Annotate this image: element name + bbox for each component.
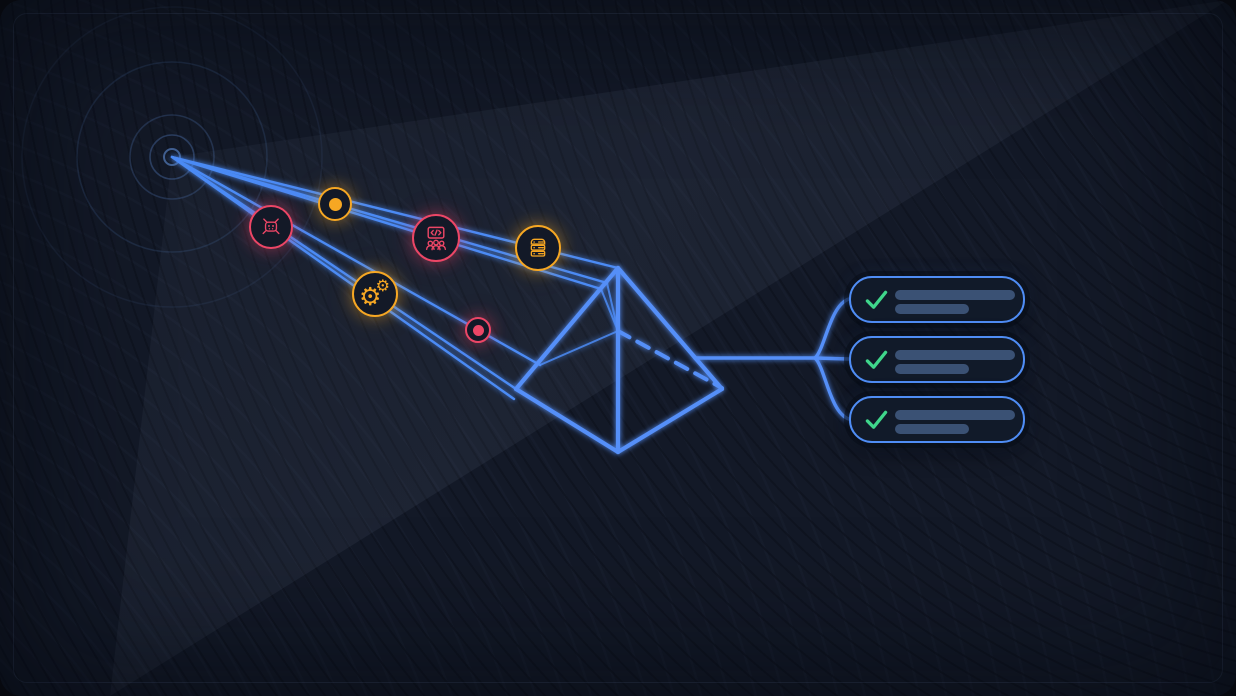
vanishing-ring	[163, 148, 181, 166]
checkmark-icon	[865, 350, 888, 369]
branch-mid	[813, 356, 851, 361]
bug-icon	[249, 205, 293, 249]
skeleton-bar	[895, 304, 969, 314]
gear-small-icon: ⚙	[375, 276, 390, 295]
inner-border	[13, 13, 1223, 683]
vanishing-ring	[129, 114, 215, 200]
developers-icon-glyph	[425, 226, 447, 251]
vanishing-ring	[76, 61, 268, 253]
refracted-beam	[600, 288, 619, 332]
gear-large-icon: ⚙	[359, 282, 382, 311]
output-connectors	[693, 297, 851, 421]
vanishing-ring	[149, 134, 195, 180]
prism	[513, 265, 725, 455]
branch-down	[813, 356, 851, 421]
light-beams	[170, 155, 620, 401]
server-icon	[515, 225, 561, 271]
refracted-beam	[539, 330, 619, 366]
skeleton-bar	[895, 350, 1015, 360]
server-icon-glyph	[530, 238, 546, 257]
branch-up	[813, 297, 851, 360]
skeleton-bar	[895, 364, 969, 374]
result-card	[849, 276, 1025, 323]
gears-icon: ⚙⚙	[352, 271, 398, 317]
developers-icon	[412, 214, 460, 262]
prism-edge	[513, 265, 621, 392]
skeleton-bar	[895, 424, 969, 434]
checkmark-icon	[865, 290, 888, 309]
vanishing-ring	[21, 6, 323, 308]
checkmark-icon	[865, 410, 888, 429]
vanishing-point-rings	[21, 6, 323, 308]
beam-bug	[170, 155, 516, 401]
prism-edge	[615, 386, 725, 455]
prism-edge	[615, 265, 725, 392]
filled-dot	[472, 324, 484, 336]
result-card	[849, 396, 1025, 443]
prism-edge	[513, 386, 621, 455]
result-card	[849, 336, 1025, 383]
alert-dot-icon	[465, 317, 491, 343]
filled-dot	[328, 197, 342, 211]
dot-icon	[318, 187, 352, 221]
skeleton-bar	[895, 410, 1015, 420]
bug-icon-glyph	[262, 218, 280, 235]
skeleton-bar	[895, 290, 1015, 300]
prism-hidden-edge	[616, 329, 724, 390]
beam-gears	[170, 155, 518, 391]
